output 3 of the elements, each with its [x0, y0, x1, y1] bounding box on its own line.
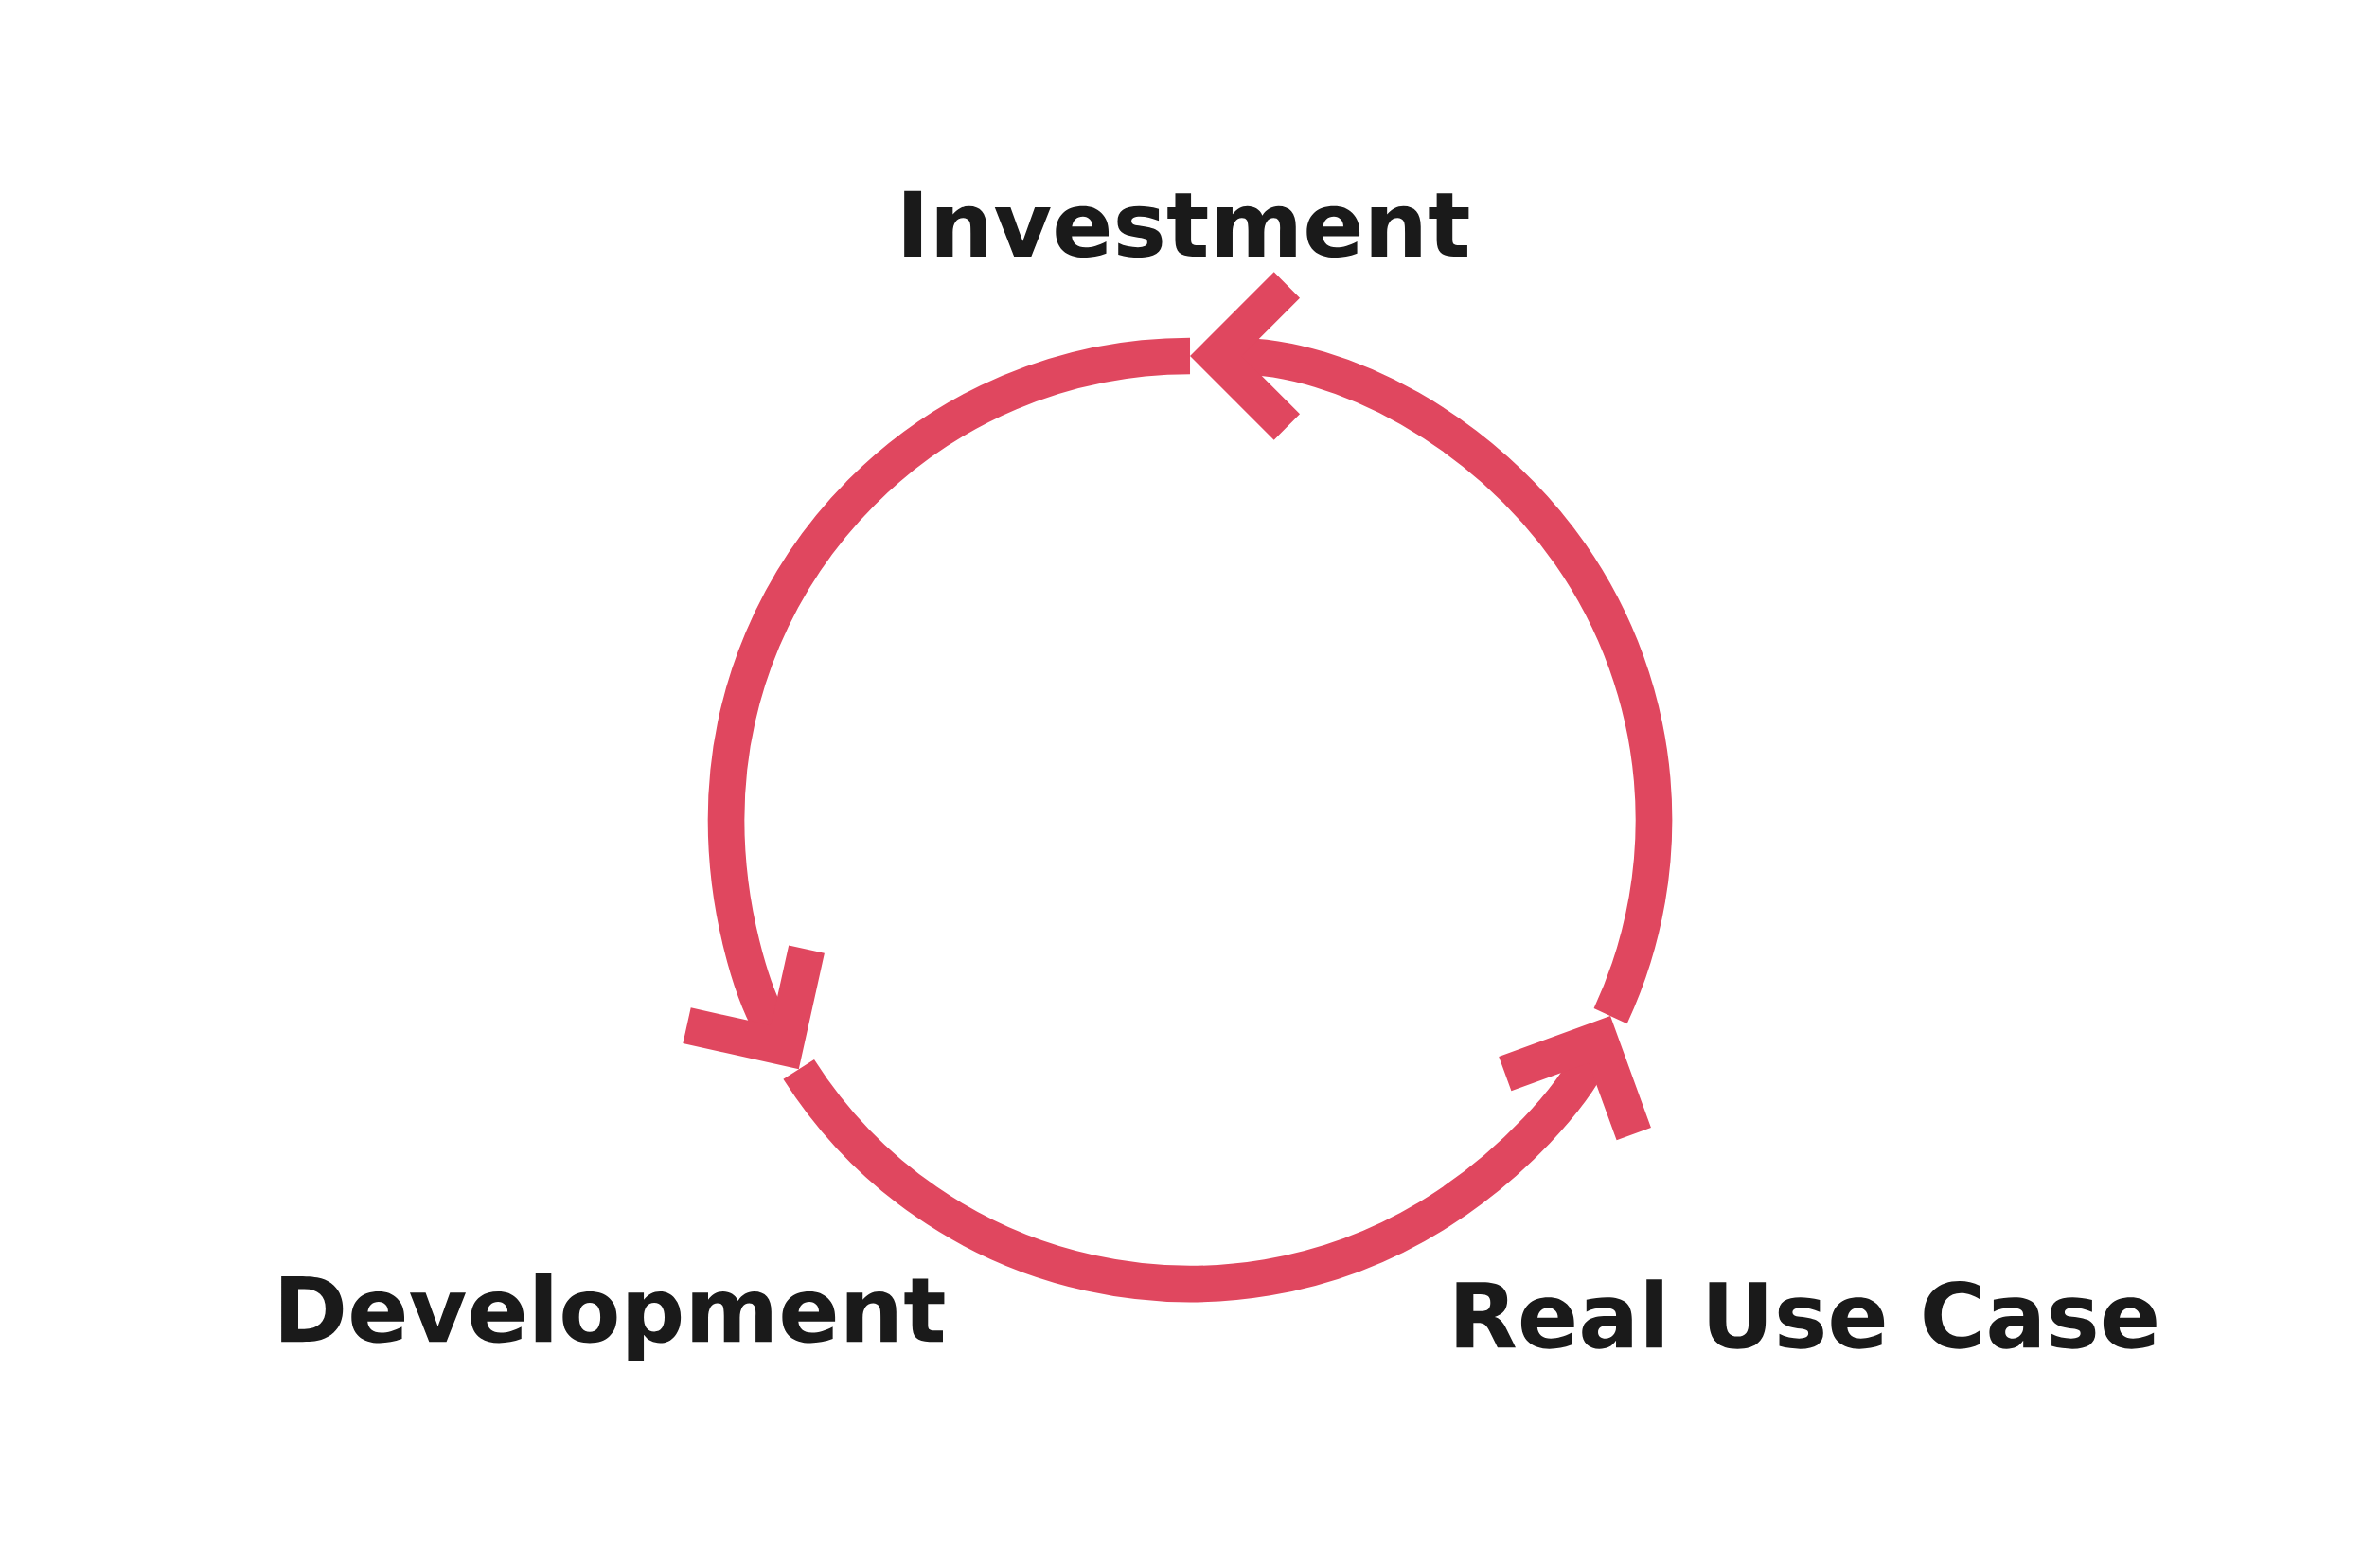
- stage-label: Development: [281, 1273, 945, 1361]
- stage-label: Investment: [904, 190, 1469, 258]
- stage-label: Real Use Case: [1456, 1279, 2157, 1349]
